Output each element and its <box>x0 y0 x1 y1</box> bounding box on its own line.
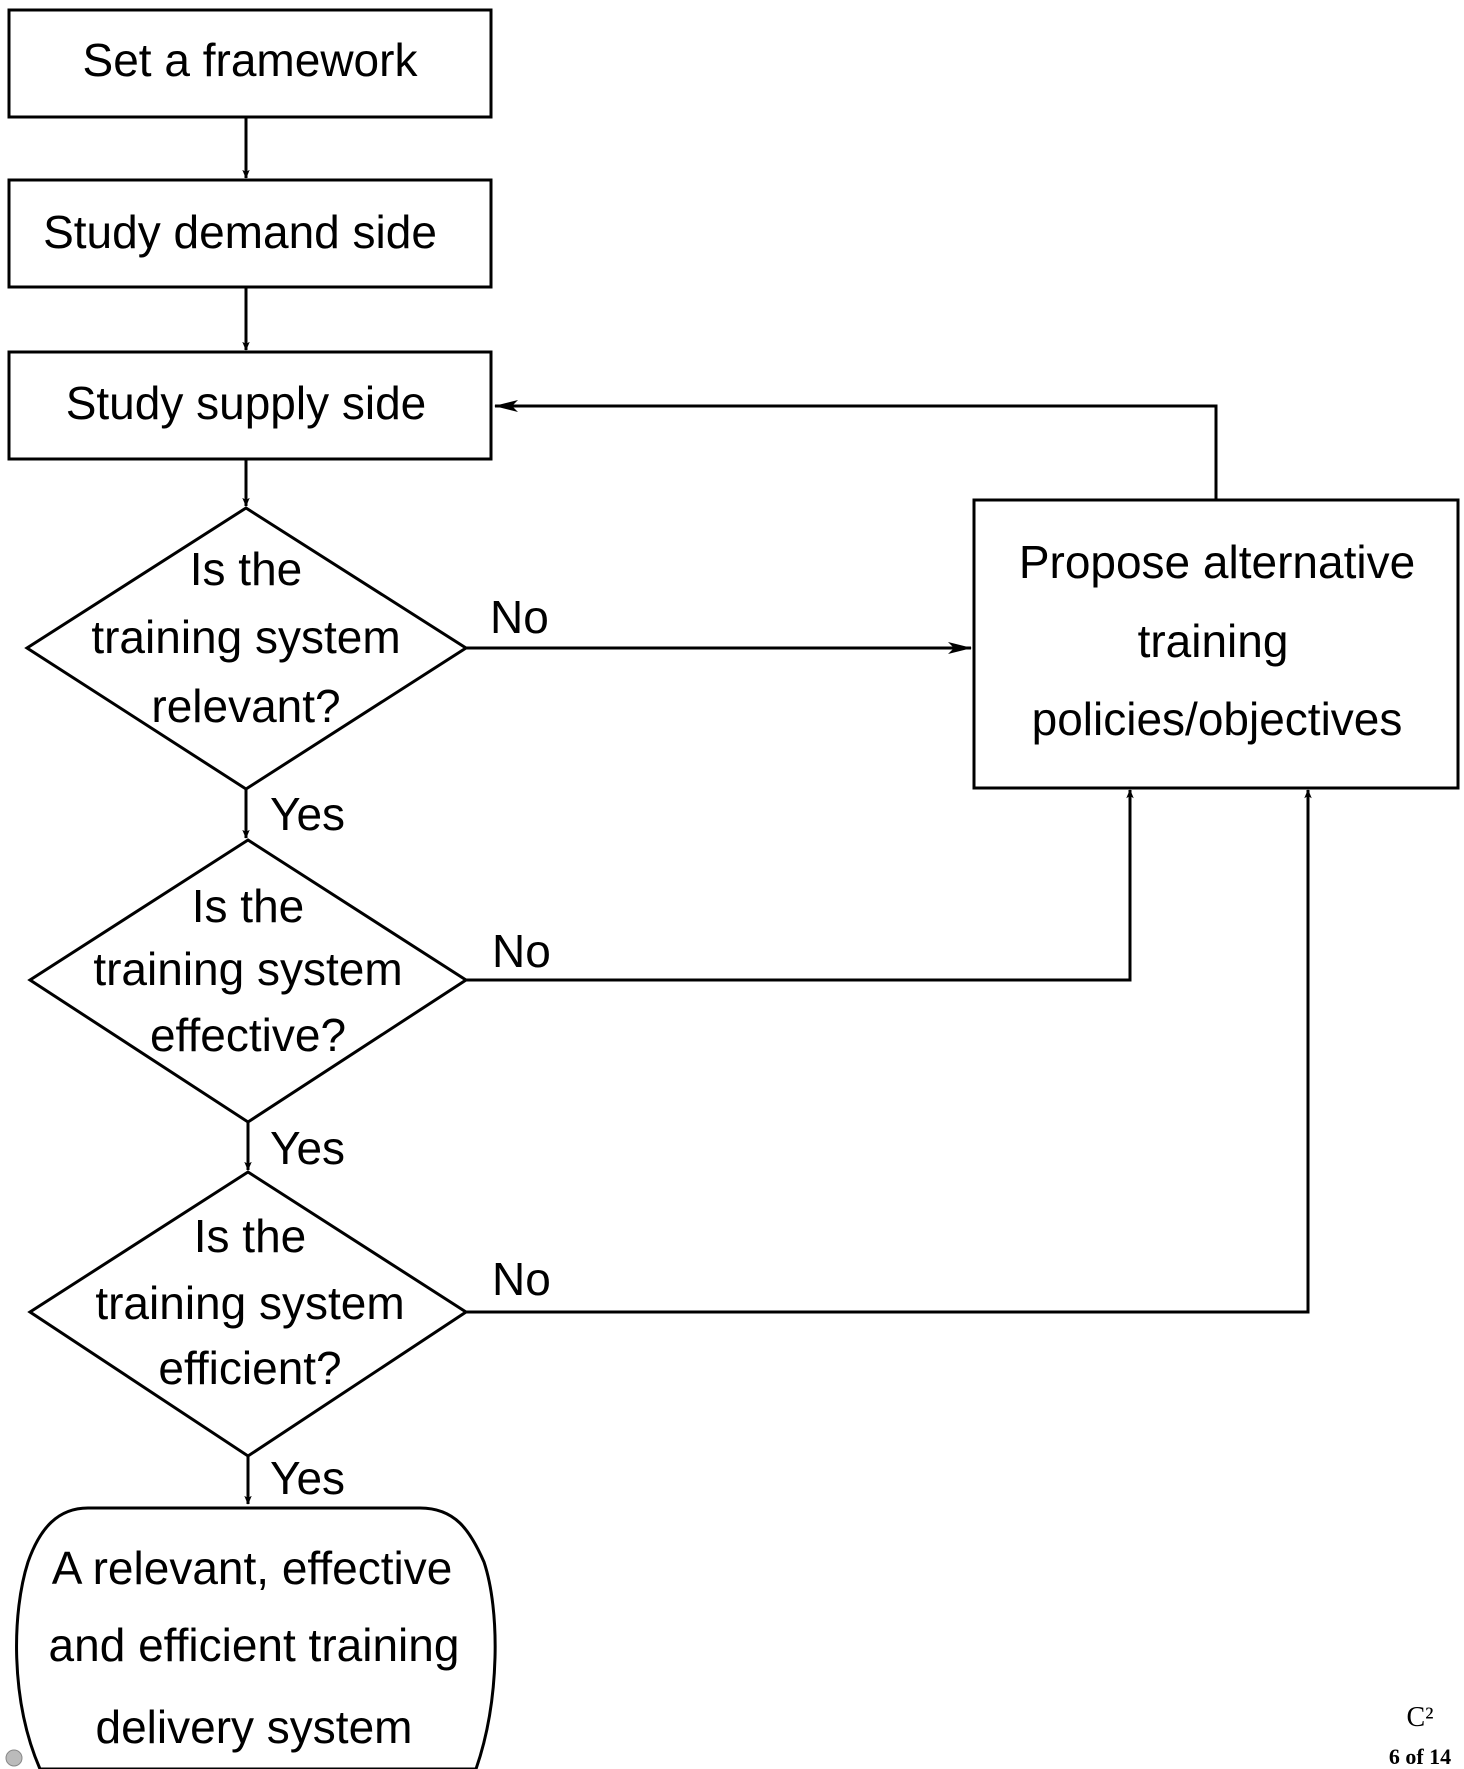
efficient-no-label: No <box>492 1253 551 1305</box>
footer-mark: C² <box>1406 1702 1433 1733</box>
step-study-demand-side: Study demand side <box>7 178 493 289</box>
step-propose-alternative: Propose alternative training policies/ob… <box>972 498 1460 790</box>
terminal-outcome: A relevant, effective and efficient trai… <box>15 1506 497 1769</box>
globe-icon <box>5 1749 23 1767</box>
decision-relevant-line-3: relevant? <box>151 680 340 732</box>
decision-efficient: Is the training system efficient? <box>27 1170 469 1458</box>
propose-alternative-line-2: training <box>1138 615 1289 667</box>
decision-relevant-line-2: training system <box>91 611 400 663</box>
step-set-framework: Set a framework <box>7 8 493 119</box>
step-study-supply-side-label: Study supply side <box>66 377 427 429</box>
decision-relevant: Is the training system relevant? <box>24 506 469 791</box>
decision-efficient-line-1: Is the <box>194 1210 307 1262</box>
terminal-outcome-line-3: delivery system <box>96 1701 413 1753</box>
terminal-outcome-line-1: A relevant, effective <box>52 1542 453 1594</box>
effective-no-label: No <box>492 925 551 977</box>
arrow-effective-no <box>466 789 1134 982</box>
decision-efficient-line-2: training system <box>95 1277 404 1329</box>
step-study-supply-side: Study supply side <box>7 350 493 461</box>
arrow-efficient-no <box>466 789 1312 1314</box>
decision-effective-line-3: effective? <box>150 1009 346 1061</box>
footer-page-number: 6 of 14 <box>1389 1744 1451 1769</box>
decision-relevant-line-1: Is the <box>190 543 303 595</box>
efficient-yes-label: Yes <box>270 1452 345 1504</box>
propose-alternative-line-3: policies/objectives <box>1032 693 1403 745</box>
effective-yes-label: Yes <box>270 1122 345 1174</box>
relevant-yes-label: Yes <box>270 788 345 840</box>
arrow-alternative-to-supply <box>494 400 1218 500</box>
decision-effective: Is the training system effective? <box>27 838 469 1124</box>
relevant-no-label: No <box>490 591 549 643</box>
step-study-demand-side-label: Study demand side <box>43 206 437 258</box>
propose-alternative-line-1: Propose alternative <box>1019 536 1415 588</box>
decision-effective-line-2: training system <box>93 943 402 995</box>
terminal-outcome-line-2: and efficient training <box>49 1619 460 1671</box>
step-set-framework-label: Set a framework <box>83 34 419 86</box>
decision-efficient-line-3: efficient? <box>158 1342 341 1394</box>
decision-effective-line-1: Is the <box>192 880 305 932</box>
